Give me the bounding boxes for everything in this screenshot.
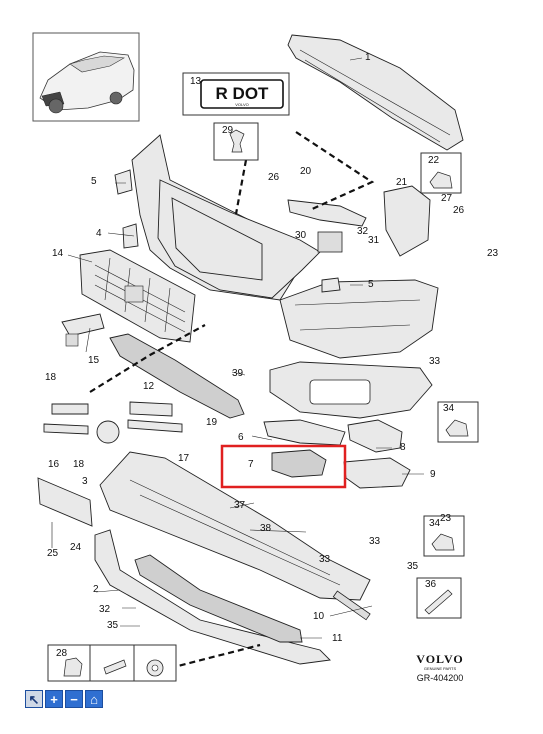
callout-14: 14 <box>52 248 64 259</box>
callout-3: 3 <box>82 476 88 487</box>
callout-2: 2 <box>93 584 99 595</box>
part-30-sensor <box>317 231 343 253</box>
callout-6: 6 <box>238 432 244 443</box>
part-19-bracket <box>51 403 89 415</box>
part-10-strip <box>332 590 371 621</box>
callout-29: 29 <box>222 125 234 136</box>
part-22-bracket <box>383 185 431 257</box>
callout-31: 31 <box>368 235 380 246</box>
part-14-grille <box>79 249 196 343</box>
callout-5: 5 <box>368 279 374 290</box>
detail-box-33a <box>437 401 479 443</box>
callout-30: 30 <box>295 230 307 241</box>
license-plate-box: R DOT VOLVO <box>182 72 290 116</box>
part-5-bracket <box>114 169 133 195</box>
callout-34: 34 <box>429 518 441 529</box>
callout-18: 18 <box>73 459 85 470</box>
footer-code: GR-404200 <box>417 673 464 683</box>
part-4-bracket <box>122 223 139 249</box>
callout-38: 38 <box>260 523 272 534</box>
callout-20: 20 <box>300 166 312 177</box>
part-36-undertray <box>99 451 371 601</box>
detail-box-23a <box>420 152 462 194</box>
callout-33: 33 <box>429 356 441 367</box>
callout-39: 39 <box>232 368 244 379</box>
callout-19: 19 <box>206 417 218 428</box>
dash-line-grille <box>89 324 206 393</box>
plate-brand: VOLVO <box>235 102 249 107</box>
callout-8: 8 <box>400 442 406 453</box>
callout-12: 12 <box>143 381 155 392</box>
bumper-cover <box>131 134 439 359</box>
leader-lines <box>51 57 424 639</box>
callout-34: 34 <box>443 403 455 414</box>
footer-subtitle: GENUINE PARTS <box>424 666 457 671</box>
plate-text: R DOT <box>216 84 270 103</box>
dash-line-plate <box>234 159 248 215</box>
part-7-fog-grille <box>271 449 327 478</box>
callout-5: 5 <box>91 176 97 187</box>
footer-brand: VOLVO <box>416 652 463 666</box>
part-18-clip <box>65 333 79 347</box>
callout-26: 26 <box>453 205 465 216</box>
part-8-fog-cover <box>347 419 403 453</box>
callout-36: 36 <box>425 579 437 590</box>
dash-line-absorber <box>295 131 375 212</box>
detail-box-35 <box>416 577 462 619</box>
callout-16: 16 <box>48 459 60 470</box>
callout-9: 9 <box>430 469 436 480</box>
callout-35: 35 <box>107 620 119 631</box>
part-18-tow-cap <box>96 420 120 444</box>
part-15-tow-cover <box>61 313 105 337</box>
car-thumbnail <box>32 32 140 122</box>
callout-13: 13 <box>190 76 202 87</box>
part-17-strip <box>127 419 183 433</box>
plus-icon[interactable]: + <box>45 690 63 708</box>
callout-33: 33 <box>369 536 381 547</box>
toolbar: ↖ + − ⌂ <box>25 690 103 708</box>
callout-27: 27 <box>441 193 453 204</box>
detail-box-fasteners <box>47 644 177 682</box>
callout-21: 21 <box>396 177 408 188</box>
callout-26: 26 <box>268 172 280 183</box>
callout-4: 4 <box>96 228 102 239</box>
callout-labels: 1234556789101112131415161718181920212223… <box>45 52 499 659</box>
detail-box-29 <box>213 122 259 161</box>
callout-35: 35 <box>407 561 419 572</box>
part-9-fog-cover <box>343 457 411 489</box>
part-20-bracket <box>129 401 173 417</box>
part-11-spoiler-strip <box>134 554 303 643</box>
part-5-cover <box>321 277 341 293</box>
part-12-lower-grille <box>109 333 245 419</box>
cursor-icon[interactable]: ↖ <box>25 690 43 708</box>
minus-icon[interactable]: − <box>65 690 83 708</box>
detail-box-33b <box>423 515 465 557</box>
callout-7: 7 <box>248 459 254 470</box>
callout-10: 10 <box>313 611 325 622</box>
part-24-plate-holder <box>37 477 93 527</box>
callout-32: 32 <box>357 226 369 237</box>
callout-11: 11 <box>332 633 343 644</box>
callout-37: 37 <box>234 500 246 511</box>
home-icon[interactable]: ⌂ <box>85 690 103 708</box>
callout-22: 22 <box>428 155 440 166</box>
callout-33: 33 <box>319 554 331 565</box>
part-16-strip <box>43 423 89 435</box>
callout-1: 1 <box>365 52 371 63</box>
callout-32: 32 <box>99 604 111 615</box>
highlight-box <box>220 444 347 489</box>
callout-24: 24 <box>70 542 82 553</box>
callout-25: 25 <box>47 548 59 559</box>
dash-line-spoiler <box>169 643 261 670</box>
callout-23: 23 <box>487 248 499 259</box>
part-6-fog-cover <box>263 419 346 446</box>
callout-15: 15 <box>88 355 100 366</box>
callout-18: 18 <box>45 372 57 383</box>
callout-23: 23 <box>440 513 452 524</box>
part-21-bracket <box>287 199 367 227</box>
part-2-spoiler <box>94 529 331 665</box>
callout-17: 17 <box>178 453 190 464</box>
callout-28: 28 <box>56 648 68 659</box>
